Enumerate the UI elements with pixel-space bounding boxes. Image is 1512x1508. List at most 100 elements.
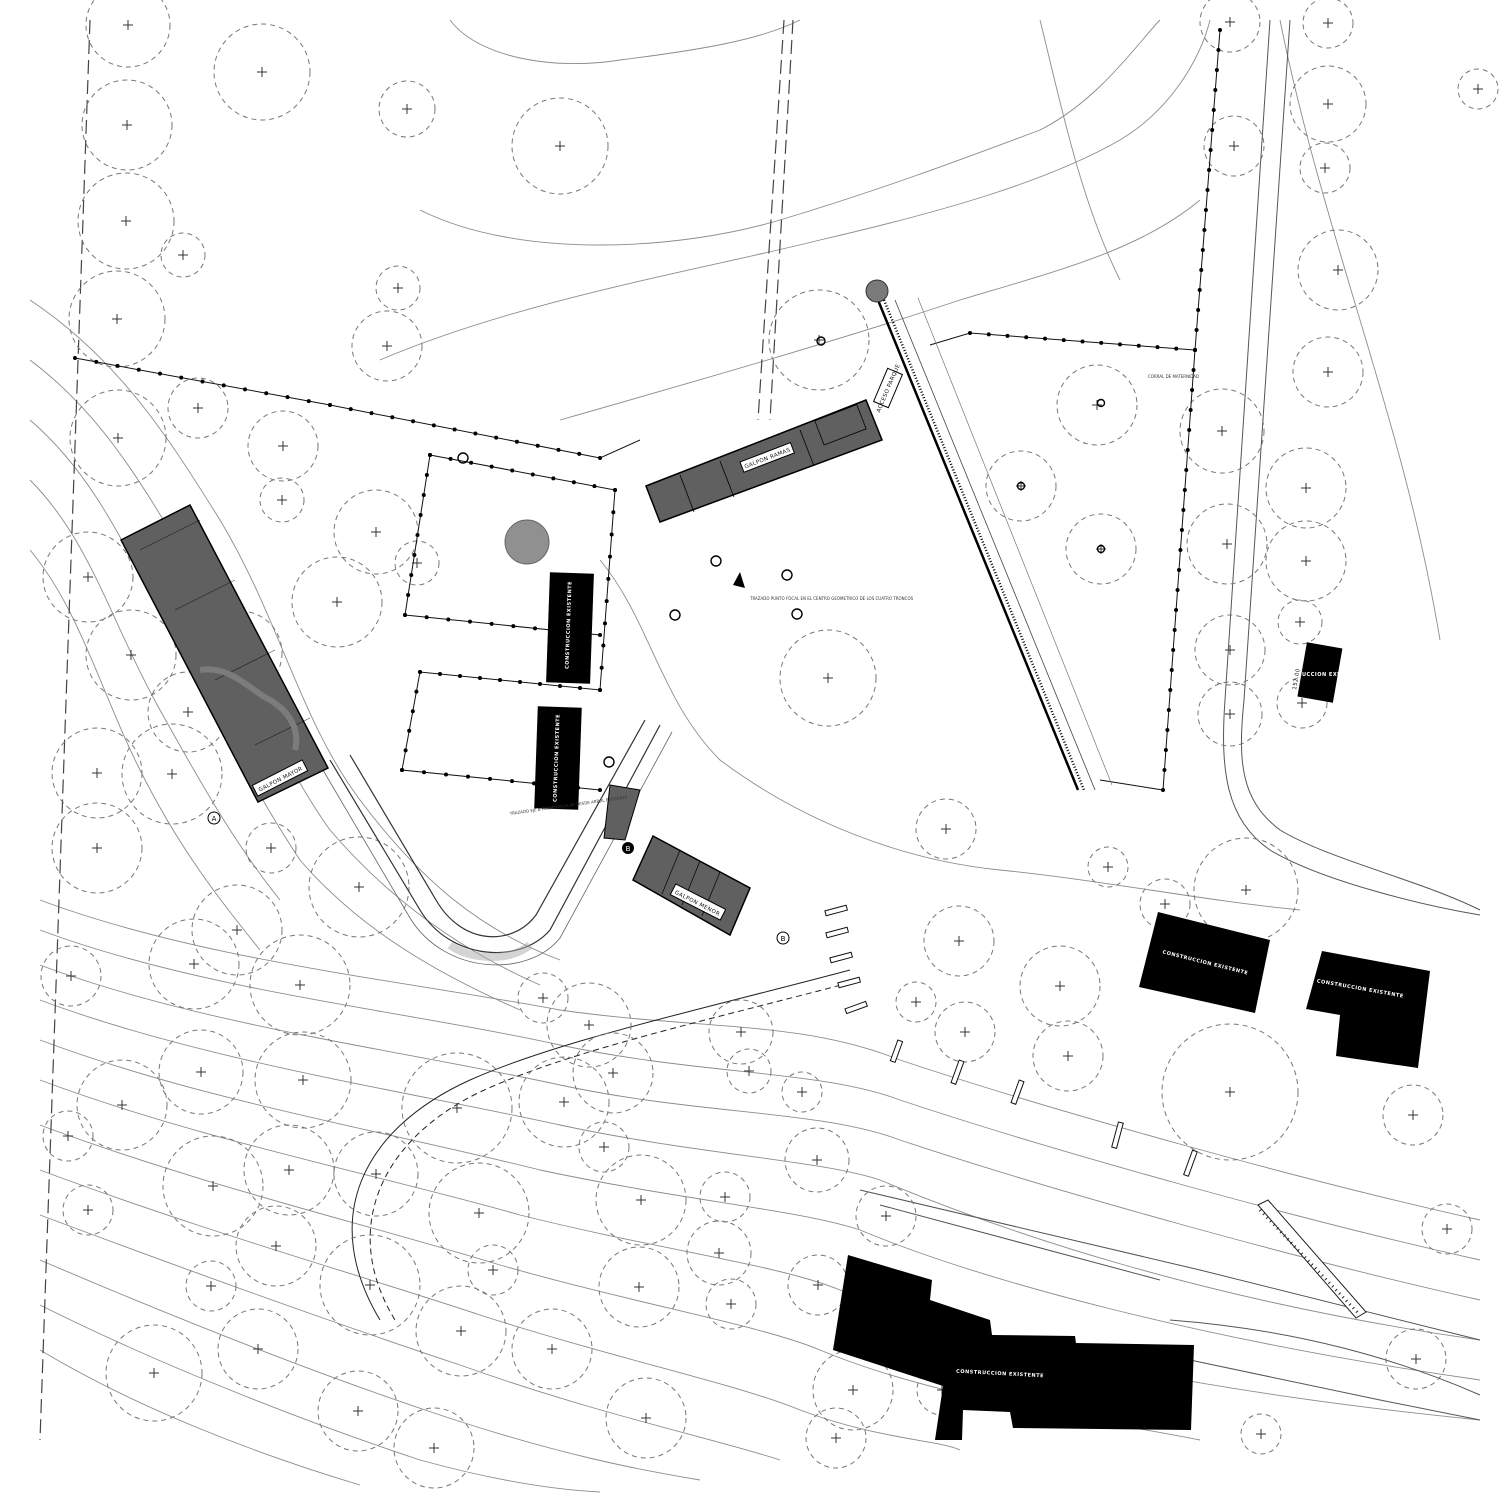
trunk-marker-icon: [1016, 481, 1026, 491]
tree-canopy: [42, 531, 134, 623]
fence-post: [415, 533, 420, 537]
tree-trunk-icon: [1225, 709, 1235, 719]
tree-trunk-icon: [83, 1205, 93, 1215]
fence-post: [510, 468, 515, 473]
fence-post: [604, 599, 609, 604]
fence-post: [407, 728, 412, 733]
tree-trunk-icon: [1217, 426, 1227, 436]
tree-canopy: [812, 1349, 894, 1431]
tree-trunk-icon: [1295, 617, 1305, 627]
tree-canopy: [572, 1032, 654, 1114]
fence-post: [1196, 308, 1201, 312]
trunk-marker-icon: [669, 609, 681, 621]
fence-post: [478, 676, 482, 680]
fence-post: [598, 688, 602, 692]
tree-canopy: [1297, 229, 1379, 311]
fence-post: [598, 456, 602, 460]
fence-post: [1165, 728, 1170, 732]
tree-canopy: [42, 1110, 94, 1162]
fence-post: [599, 665, 604, 670]
tree-trunk-icon: [960, 1027, 970, 1037]
storage-building: GALPON MENOR: [603, 784, 751, 937]
fence-post: [601, 643, 606, 648]
tree-trunk-icon: [149, 1368, 159, 1378]
fence-post: [1178, 548, 1183, 552]
focal-points: [457, 336, 1106, 768]
fence-post: [1099, 340, 1104, 345]
tree-canopy: [160, 232, 206, 278]
tree-canopy: [1019, 945, 1101, 1027]
fence-post: [577, 451, 582, 456]
roads: [859, 19, 1481, 1421]
fence-post: [489, 464, 494, 469]
corral-note: CORRAL DE MATERNIDAD: [1148, 374, 1199, 379]
trunk-marker-icon: [710, 555, 722, 567]
tree-trunk-icon: [92, 768, 102, 778]
existing-building-5: CONSTRUCCION EXISTENTE: [1276, 642, 1364, 703]
fence-post: [422, 770, 426, 775]
fence-post: [1175, 588, 1180, 592]
fence-post: [1188, 408, 1193, 412]
tree-canopy: [1203, 115, 1265, 177]
property-boundary: [39, 19, 794, 1441]
tree-canopy: [686, 1220, 752, 1286]
tree-trunk-icon: [277, 495, 287, 505]
tree-canopy: [167, 377, 229, 439]
fence-post: [608, 554, 612, 559]
fence-post: [611, 510, 616, 515]
tree-canopy: [121, 723, 223, 825]
tree-canopy: [1421, 1203, 1473, 1255]
fence-post: [469, 460, 474, 465]
tree-trunk-icon: [232, 925, 242, 935]
fence-post: [458, 674, 462, 678]
tree-trunk-icon: [208, 1181, 218, 1191]
fence-post: [410, 709, 415, 714]
tree-trunk-icon: [1103, 862, 1113, 872]
arrival-path: [351, 969, 861, 1321]
tree-canopy: [708, 999, 774, 1065]
tree-canopy: [1056, 364, 1138, 446]
fence-post: [1207, 168, 1212, 172]
tree-trunk-icon: [1225, 1087, 1235, 1097]
annotations: TRAZADO PUNTO FOCAL EN EL CENTRO GEOMETR…: [508, 374, 1301, 816]
tree-canopy: [805, 1407, 867, 1469]
tree-trunk-icon: [278, 441, 288, 451]
tree-trunk-icon: [123, 20, 133, 30]
tree-canopy: [1265, 520, 1347, 602]
tree-canopy: [467, 1244, 519, 1296]
fence-post: [446, 617, 451, 622]
fence-post: [418, 513, 423, 517]
fence-post: [1203, 208, 1208, 212]
section-markers: A B B: [207, 811, 790, 945]
fence-post: [498, 678, 502, 682]
tree-canopy: [249, 934, 351, 1036]
tree-canopy: [401, 1052, 513, 1164]
tree-trunk-icon: [547, 1344, 557, 1354]
tree-trunk-icon: [1229, 141, 1239, 151]
tree-canopy: [768, 289, 870, 391]
fence-post: [431, 423, 436, 428]
tree-trunk-icon: [271, 1241, 281, 1251]
fence-post: [285, 395, 290, 400]
tree-trunk-icon: [1301, 556, 1311, 566]
tree-trunk-icon: [1301, 483, 1311, 493]
focal-tree-icon: [504, 519, 550, 565]
tree-trunk-icon: [257, 67, 267, 77]
tree-trunk-icon: [206, 1281, 216, 1291]
tree-canopy: [1292, 336, 1364, 408]
tree-trunk-icon: [1323, 367, 1333, 377]
fence-post: [488, 776, 492, 781]
tree-trunk-icon: [812, 1155, 822, 1165]
fence-post: [328, 403, 332, 407]
fence-post: [606, 576, 611, 581]
fence-posts: [73, 28, 1222, 792]
fence-post: [421, 493, 426, 497]
tree-trunk-icon: [848, 1385, 858, 1395]
lean-to-tag: ACCESO PARQUE: [872, 363, 904, 413]
fence-post: [136, 367, 141, 372]
fence-post: [1174, 608, 1179, 612]
tree-trunk-icon: [1225, 17, 1235, 27]
tree-canopy: [85, 609, 177, 701]
tree-canopy: [185, 1260, 237, 1312]
tree-canopy: [291, 556, 383, 648]
